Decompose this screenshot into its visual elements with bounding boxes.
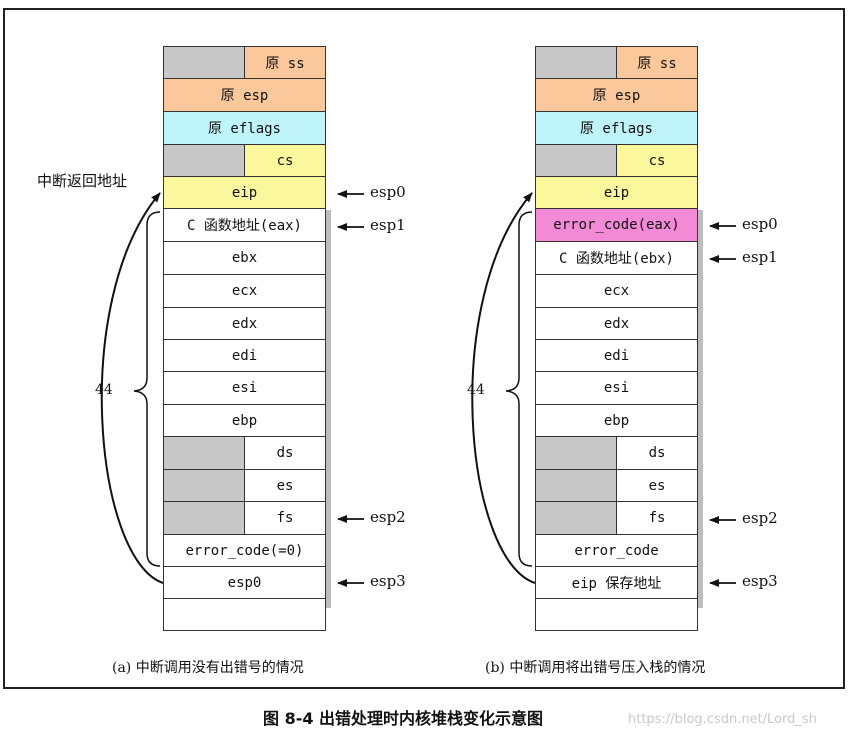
right-cell-ds: ds [616, 436, 698, 470]
left-cell-empty [163, 598, 326, 631]
right-cell-cs: cs [616, 144, 698, 177]
left-cell-ebp: ebp [163, 404, 326, 437]
left-cell-error-code: error_code(=0) [163, 534, 326, 567]
left-esp3-label: esp3 [370, 572, 406, 590]
left-fs-gray [163, 501, 245, 535]
right-esp3-label: esp3 [742, 572, 778, 590]
right-brace-label: 44 [467, 382, 485, 398]
interrupt-return-address-label: 中断返回地址 [37, 172, 128, 190]
right-esp2-label: esp2 [742, 509, 778, 527]
right-cell-ebp: ebp [535, 404, 698, 437]
right-cell-eflags: 原 eflags [535, 111, 698, 145]
left-caption: (a) 中断调用没有出错号的情况 [112, 660, 304, 676]
right-cell-fs: fs [616, 501, 698, 535]
left-stack-shadow [325, 210, 331, 608]
right-cell-error-code-eax: error_code(eax) [535, 208, 698, 242]
left-cell-ebx: ebx [163, 241, 326, 275]
left-return-curve [100, 192, 164, 584]
right-cell-esp: 原 esp [535, 78, 698, 112]
right-cell-c-addr: C 函数地址(ebx) [535, 241, 698, 275]
left-cell-es: es [244, 469, 326, 502]
right-brace [505, 211, 533, 567]
left-esp0-label: esp0 [370, 183, 406, 201]
right-return-curve [471, 192, 536, 584]
left-brace [133, 211, 161, 567]
right-caption: (b) 中断调用将出错号压入栈的情况 [485, 660, 706, 676]
right-cell-empty [535, 598, 698, 631]
left-cell-cs: cs [244, 144, 326, 177]
left-esp2-label: esp2 [370, 508, 406, 526]
right-cell-ss: 原 ss [616, 46, 698, 79]
watermark: https://blog.csdn.net/Lord_sh [628, 712, 817, 727]
left-cs-gray [163, 144, 245, 177]
right-cell-es: es [616, 469, 698, 502]
right-cell-eip: eip [535, 176, 698, 209]
left-cell-esp: 原 esp [163, 78, 326, 112]
left-cell-eip: eip [163, 176, 326, 209]
left-cell-esi: esi [163, 371, 326, 405]
right-stack-shadow [697, 210, 703, 608]
left-brace-label: 44 [95, 382, 113, 398]
left-cell-c-addr: C 函数地址(eax) [163, 208, 326, 242]
figure-frame [3, 8, 845, 689]
figure-title: 图 8-4 出错处理时内核堆栈变化示意图 [263, 709, 544, 728]
right-cell-error-code: error_code [535, 534, 698, 567]
left-cell-fs: fs [244, 501, 326, 535]
right-cell-ecx: ecx [535, 274, 698, 308]
left-esp1-label: esp1 [370, 216, 406, 234]
left-ds-gray [163, 436, 245, 470]
right-esp1-label: esp1 [742, 248, 778, 266]
left-cell-edx: edx [163, 307, 326, 340]
right-cs-gray [535, 144, 617, 177]
right-cell-eip-save: eip 保存地址 [535, 566, 698, 599]
right-esp0-label: esp0 [742, 215, 778, 233]
